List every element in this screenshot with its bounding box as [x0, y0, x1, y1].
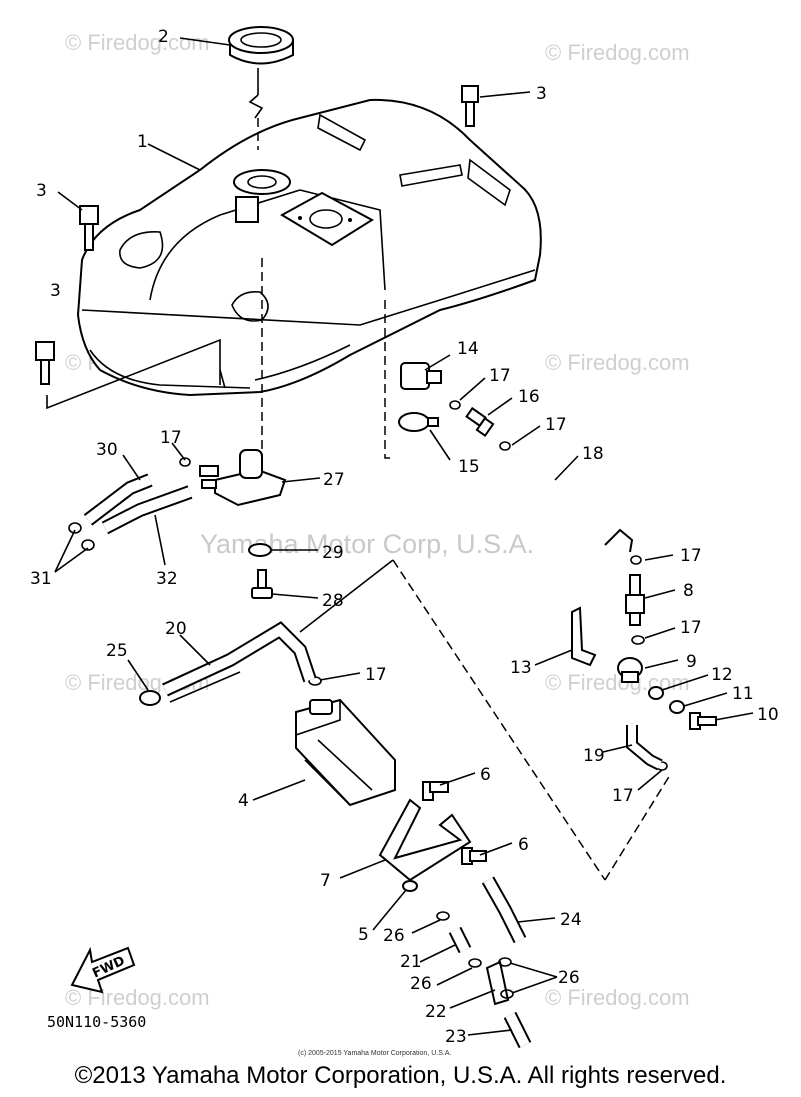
callout-17: 17 [365, 665, 387, 685]
clip-25 [139, 690, 161, 706]
canister-4 [295, 698, 396, 807]
fwd-arrow: FWD [70, 946, 136, 994]
bracket-7 [378, 798, 472, 882]
watermark: © Firedog.com [545, 350, 690, 375]
callout-6: 6 [480, 765, 491, 785]
callout-1: 1 [137, 132, 148, 152]
fuel-filter-8 [625, 574, 645, 626]
clamp-15 [398, 412, 439, 432]
fuel-cap [228, 26, 294, 119]
callout-3: 3 [536, 84, 547, 104]
washer-11 [669, 700, 685, 714]
leader-line [299, 559, 394, 633]
watermark: © Firedog.com [545, 670, 690, 695]
callout-23: 23 [445, 1027, 467, 1047]
leader-line [392, 559, 606, 881]
callout-4: 4 [238, 791, 249, 811]
fuel-sender-27 [199, 449, 287, 507]
fuel-cock-9 [617, 657, 643, 683]
callout-17: 17 [680, 618, 702, 638]
callout-leaders [54, 37, 754, 1036]
callout-5: 5 [358, 925, 369, 945]
callout-26: 26 [383, 926, 405, 946]
callout-10: 10 [757, 705, 779, 725]
fuel-tank [76, 98, 542, 397]
callout-22: 22 [425, 1002, 447, 1022]
diagram-code: 50N110-5360 [47, 1013, 146, 1031]
leader-line [604, 774, 671, 881]
watermark-center: Yamaha Motor Corp, U.S.A. [200, 529, 534, 559]
washer-12 [648, 686, 664, 700]
bolt-3-right [461, 85, 479, 127]
callout-26: 26 [410, 974, 432, 994]
callout-19: 19 [583, 746, 605, 766]
callout-26: 26 [558, 968, 580, 988]
callout-18: 18 [582, 444, 604, 464]
bolt-3-left-lower [35, 341, 55, 385]
callout-3: 3 [50, 281, 61, 301]
callout-12: 12 [711, 665, 733, 685]
callout-17: 17 [545, 415, 567, 435]
callout-3: 3 [36, 181, 47, 201]
clips-31 [68, 522, 95, 551]
callout-17: 17 [612, 786, 634, 806]
watermark: © Firedog.com [545, 40, 690, 65]
bolt-6-upper [422, 781, 449, 801]
callout-25: 25 [106, 641, 128, 661]
callout-31: 31 [30, 569, 52, 589]
footer-copyright: ©2013 Yamaha Motor Corporation, U.S.A. A… [74, 1062, 727, 1089]
callout-21: 21 [400, 952, 422, 972]
joint-22 [485, 960, 510, 1006]
screw-10 [689, 712, 717, 730]
callout-27: 27 [323, 470, 345, 490]
callout-17: 17 [680, 546, 702, 566]
small-copyright: (c) 2005-2015 Yamaha Motor Corporation, … [298, 1050, 451, 1057]
seal-29 [248, 543, 272, 557]
nut-5 [402, 880, 418, 892]
callout-8: 8 [683, 581, 694, 601]
callout-29: 29 [322, 543, 344, 563]
callout-32: 32 [156, 569, 178, 589]
clips-26 [436, 911, 514, 999]
callout-6: 6 [518, 835, 529, 855]
callout-24: 24 [560, 910, 582, 930]
callout-11: 11 [732, 684, 754, 704]
hose-cap-14 [400, 362, 442, 390]
callout-14: 14 [457, 339, 479, 359]
callout-7: 7 [320, 871, 331, 891]
callout-30: 30 [96, 440, 118, 460]
bolt-6-lower [461, 847, 487, 865]
clips-17 [179, 400, 668, 771]
callout-16: 16 [518, 387, 540, 407]
watermark: © Firedog.com [65, 30, 210, 55]
callout-20: 20 [165, 619, 187, 639]
leader-line [384, 300, 395, 459]
bracket-13 [571, 606, 597, 667]
callout-9: 9 [686, 652, 697, 672]
callout-numbers: 1 2 3 3 3 4 5 6 6 7 8 9 10 11 12 13 14 1… [30, 27, 779, 1047]
watermark: © Firedog.com [545, 985, 690, 1010]
callout-15: 15 [458, 457, 480, 477]
leader-line [46, 338, 221, 410]
check-valve-16 [465, 406, 495, 437]
callout-13: 13 [510, 658, 532, 678]
callout-17: 17 [160, 428, 182, 448]
bolt-3-left-upper [79, 205, 99, 251]
bolt-28 [251, 569, 273, 599]
callout-28: 28 [322, 591, 344, 611]
callout-2: 2 [158, 27, 169, 47]
callout-17: 17 [489, 366, 511, 386]
